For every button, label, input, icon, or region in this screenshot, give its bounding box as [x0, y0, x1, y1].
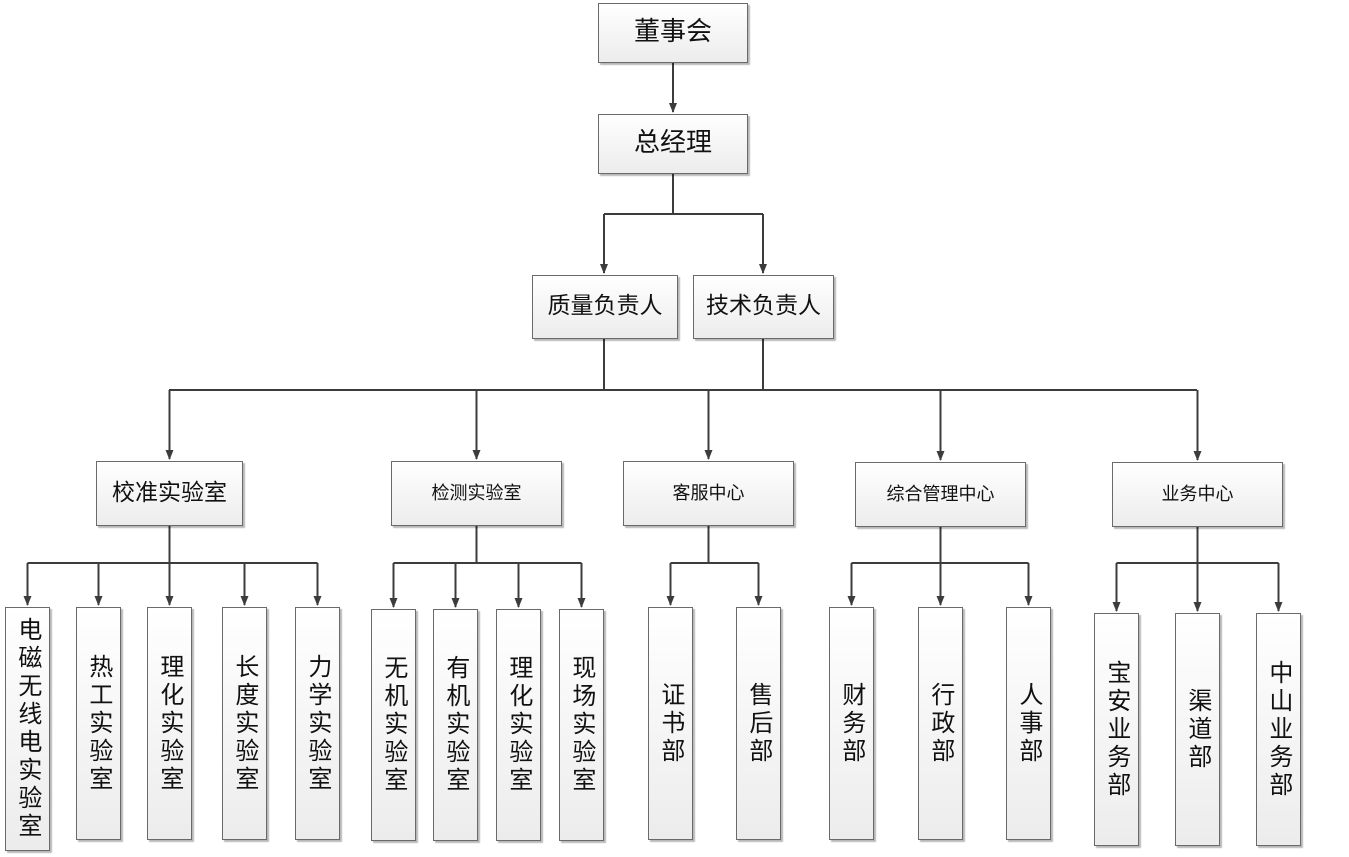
unit-box: 理化实验室 [147, 607, 192, 840]
general-manager-box: 总经理 [598, 114, 748, 174]
center-box-calibration-lab: 校准实验室 [96, 461, 243, 526]
general-manager-label: 总经理 [633, 128, 712, 159]
unit-box: 理化实验室 [496, 609, 541, 841]
unit-label: 热工实验室 [84, 653, 113, 794]
unit-label: 中山业务部 [1264, 659, 1293, 800]
unit-box: 证书部 [648, 607, 693, 840]
unit-box: 渠道部 [1175, 613, 1220, 846]
unit-label: 电磁无线电实验室 [13, 617, 42, 841]
center-label: 综合管理中心 [886, 483, 995, 505]
center-label: 检测实验室 [431, 482, 522, 504]
quality-lead-label: 质量负责人 [547, 293, 663, 320]
unit-label: 行政部 [926, 681, 955, 766]
unit-box: 无机实验室 [371, 609, 416, 841]
center-box-customer-service-center: 客服中心 [623, 461, 794, 526]
unit-label: 宝安业务部 [1102, 659, 1131, 800]
unit-label: 证书部 [656, 681, 685, 766]
unit-box: 现场实验室 [559, 609, 604, 841]
center-label: 客服中心 [672, 482, 745, 504]
unit-box: 售后部 [736, 607, 781, 840]
unit-label: 理化实验室 [155, 653, 184, 794]
unit-label: 理化实验室 [504, 655, 533, 795]
technical-lead-box: 技术负责人 [693, 275, 834, 339]
center-label: 业务中心 [1161, 483, 1234, 505]
center-box-business-center: 业务中心 [1112, 462, 1283, 527]
unit-box: 财务部 [829, 607, 874, 840]
quality-lead-box: 质量负责人 [532, 275, 678, 339]
unit-box: 行政部 [918, 607, 963, 840]
unit-label: 人事部 [1014, 681, 1043, 766]
unit-label: 财务部 [837, 681, 866, 766]
unit-label: 有机实验室 [441, 655, 470, 795]
board-box: 董事会 [598, 3, 748, 63]
unit-label: 现场实验室 [567, 655, 596, 795]
unit-box: 电磁无线电实验室 [5, 607, 50, 851]
unit-label: 力学实验室 [303, 653, 332, 794]
board-label: 董事会 [633, 17, 712, 48]
unit-label: 售后部 [744, 681, 773, 766]
unit-label: 无机实验室 [379, 655, 408, 795]
unit-box: 人事部 [1006, 607, 1051, 840]
center-label: 校准实验室 [112, 479, 227, 506]
unit-box: 力学实验室 [295, 607, 340, 840]
unit-box: 宝安业务部 [1094, 613, 1139, 846]
center-box-testing-lab: 检测实验室 [391, 461, 562, 526]
unit-box: 中山业务部 [1256, 613, 1301, 846]
unit-box: 热工实验室 [76, 607, 121, 840]
unit-label: 渠道部 [1183, 687, 1212, 772]
center-box-general-management-center: 综合管理中心 [855, 462, 1026, 527]
technical-lead-label: 技术负责人 [706, 293, 821, 320]
unit-label: 长度实验室 [230, 653, 259, 794]
unit-box: 有机实验室 [433, 609, 478, 841]
unit-box: 长度实验室 [222, 607, 267, 840]
